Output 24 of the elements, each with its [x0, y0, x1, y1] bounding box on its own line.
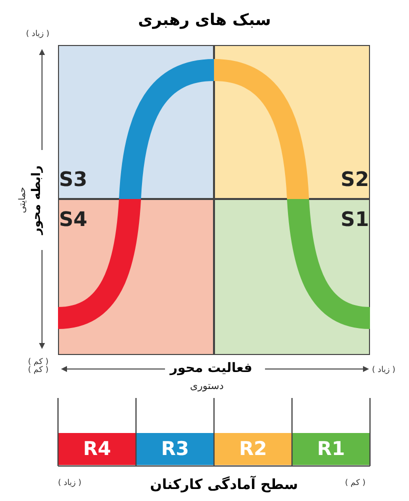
axis-end-label: ( زیاد ) [26, 28, 50, 40]
readiness-bar [58, 433, 136, 465]
readiness-label: R2 [239, 436, 267, 462]
axis-sublabel: دستوری [190, 380, 224, 394]
diagram-title: سبک های رهبری [136, 9, 272, 31]
axis-end-label: ( زیاد ) [58, 477, 82, 489]
axis-title: رابطه محور [28, 165, 42, 235]
readiness-bar [292, 433, 370, 465]
axis-end-label: ( کم ) [28, 365, 48, 376]
style-label: S2 [340, 166, 369, 193]
axis-title: سطح آمادگی کارکنان [150, 475, 298, 495]
readiness-bar [214, 433, 292, 465]
axis-end-label: ( زیاد ) [372, 364, 396, 376]
axis-sublabel: حمایتی [18, 186, 28, 214]
readiness-label: R1 [317, 436, 345, 462]
axis-title: فعالیت محور [170, 360, 252, 378]
readiness-label: R3 [161, 436, 189, 462]
axis-end-label: ( کم ) [345, 477, 366, 489]
style-label: S3 [59, 166, 88, 193]
style-label: S1 [340, 206, 369, 233]
readiness-bar [136, 433, 214, 465]
style-label: S4 [59, 206, 88, 233]
readiness-label: R4 [83, 436, 111, 462]
axis-end-label: ( کم ) [28, 356, 48, 366]
